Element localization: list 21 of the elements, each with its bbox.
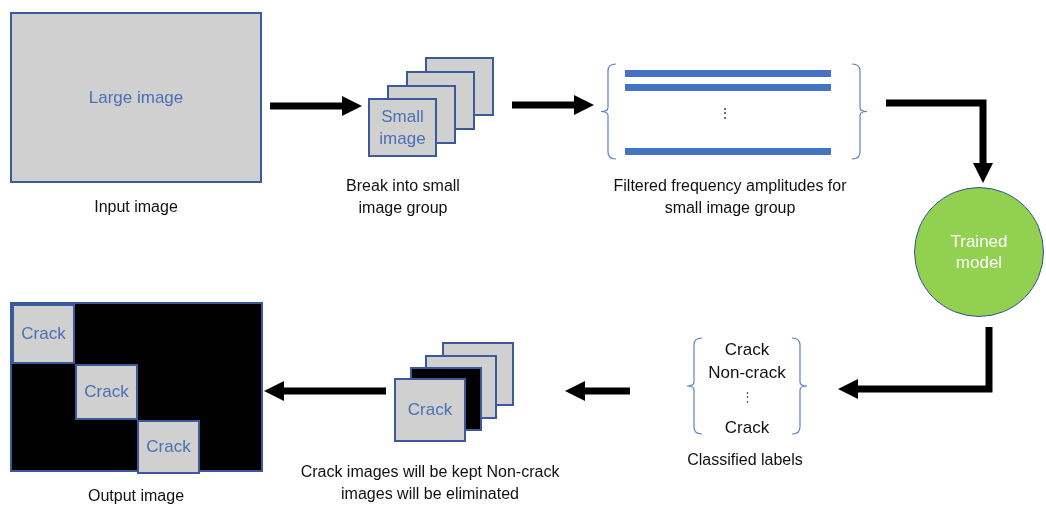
crack-tile: Crack: [12, 304, 75, 364]
ellipsis-mark: ⋮: [718, 105, 732, 121]
node-label: Crack images will be kept Non-crack images will be eliminated: [299, 462, 561, 504]
ellipsis-mark: ⋮: [739, 389, 755, 404]
model-circle: Trained model: [914, 187, 1044, 317]
image-stack-drawing: [394, 342, 513, 442]
card-label: Crack: [407, 399, 453, 421]
node-label: Classified labels: [686, 450, 804, 470]
card-label: Small image: [378, 106, 427, 149]
node-label: Output image: [86, 486, 186, 505]
label-item: Crack: [723, 340, 771, 360]
crack-tile: Crack: [137, 420, 200, 474]
crack-tile: Crack: [75, 364, 138, 420]
image-box: Large image: [10, 12, 262, 183]
image-stack-drawing: [368, 57, 496, 157]
label-item: Crack: [723, 418, 771, 438]
node-label: Input image: [93, 197, 179, 217]
label-item: Non-crack: [707, 363, 787, 383]
node-label: Filtered frequency amplitudes for small image group: [612, 176, 848, 218]
node-label: Break into small image group: [345, 176, 461, 218]
output-image-panel: [10, 302, 263, 472]
